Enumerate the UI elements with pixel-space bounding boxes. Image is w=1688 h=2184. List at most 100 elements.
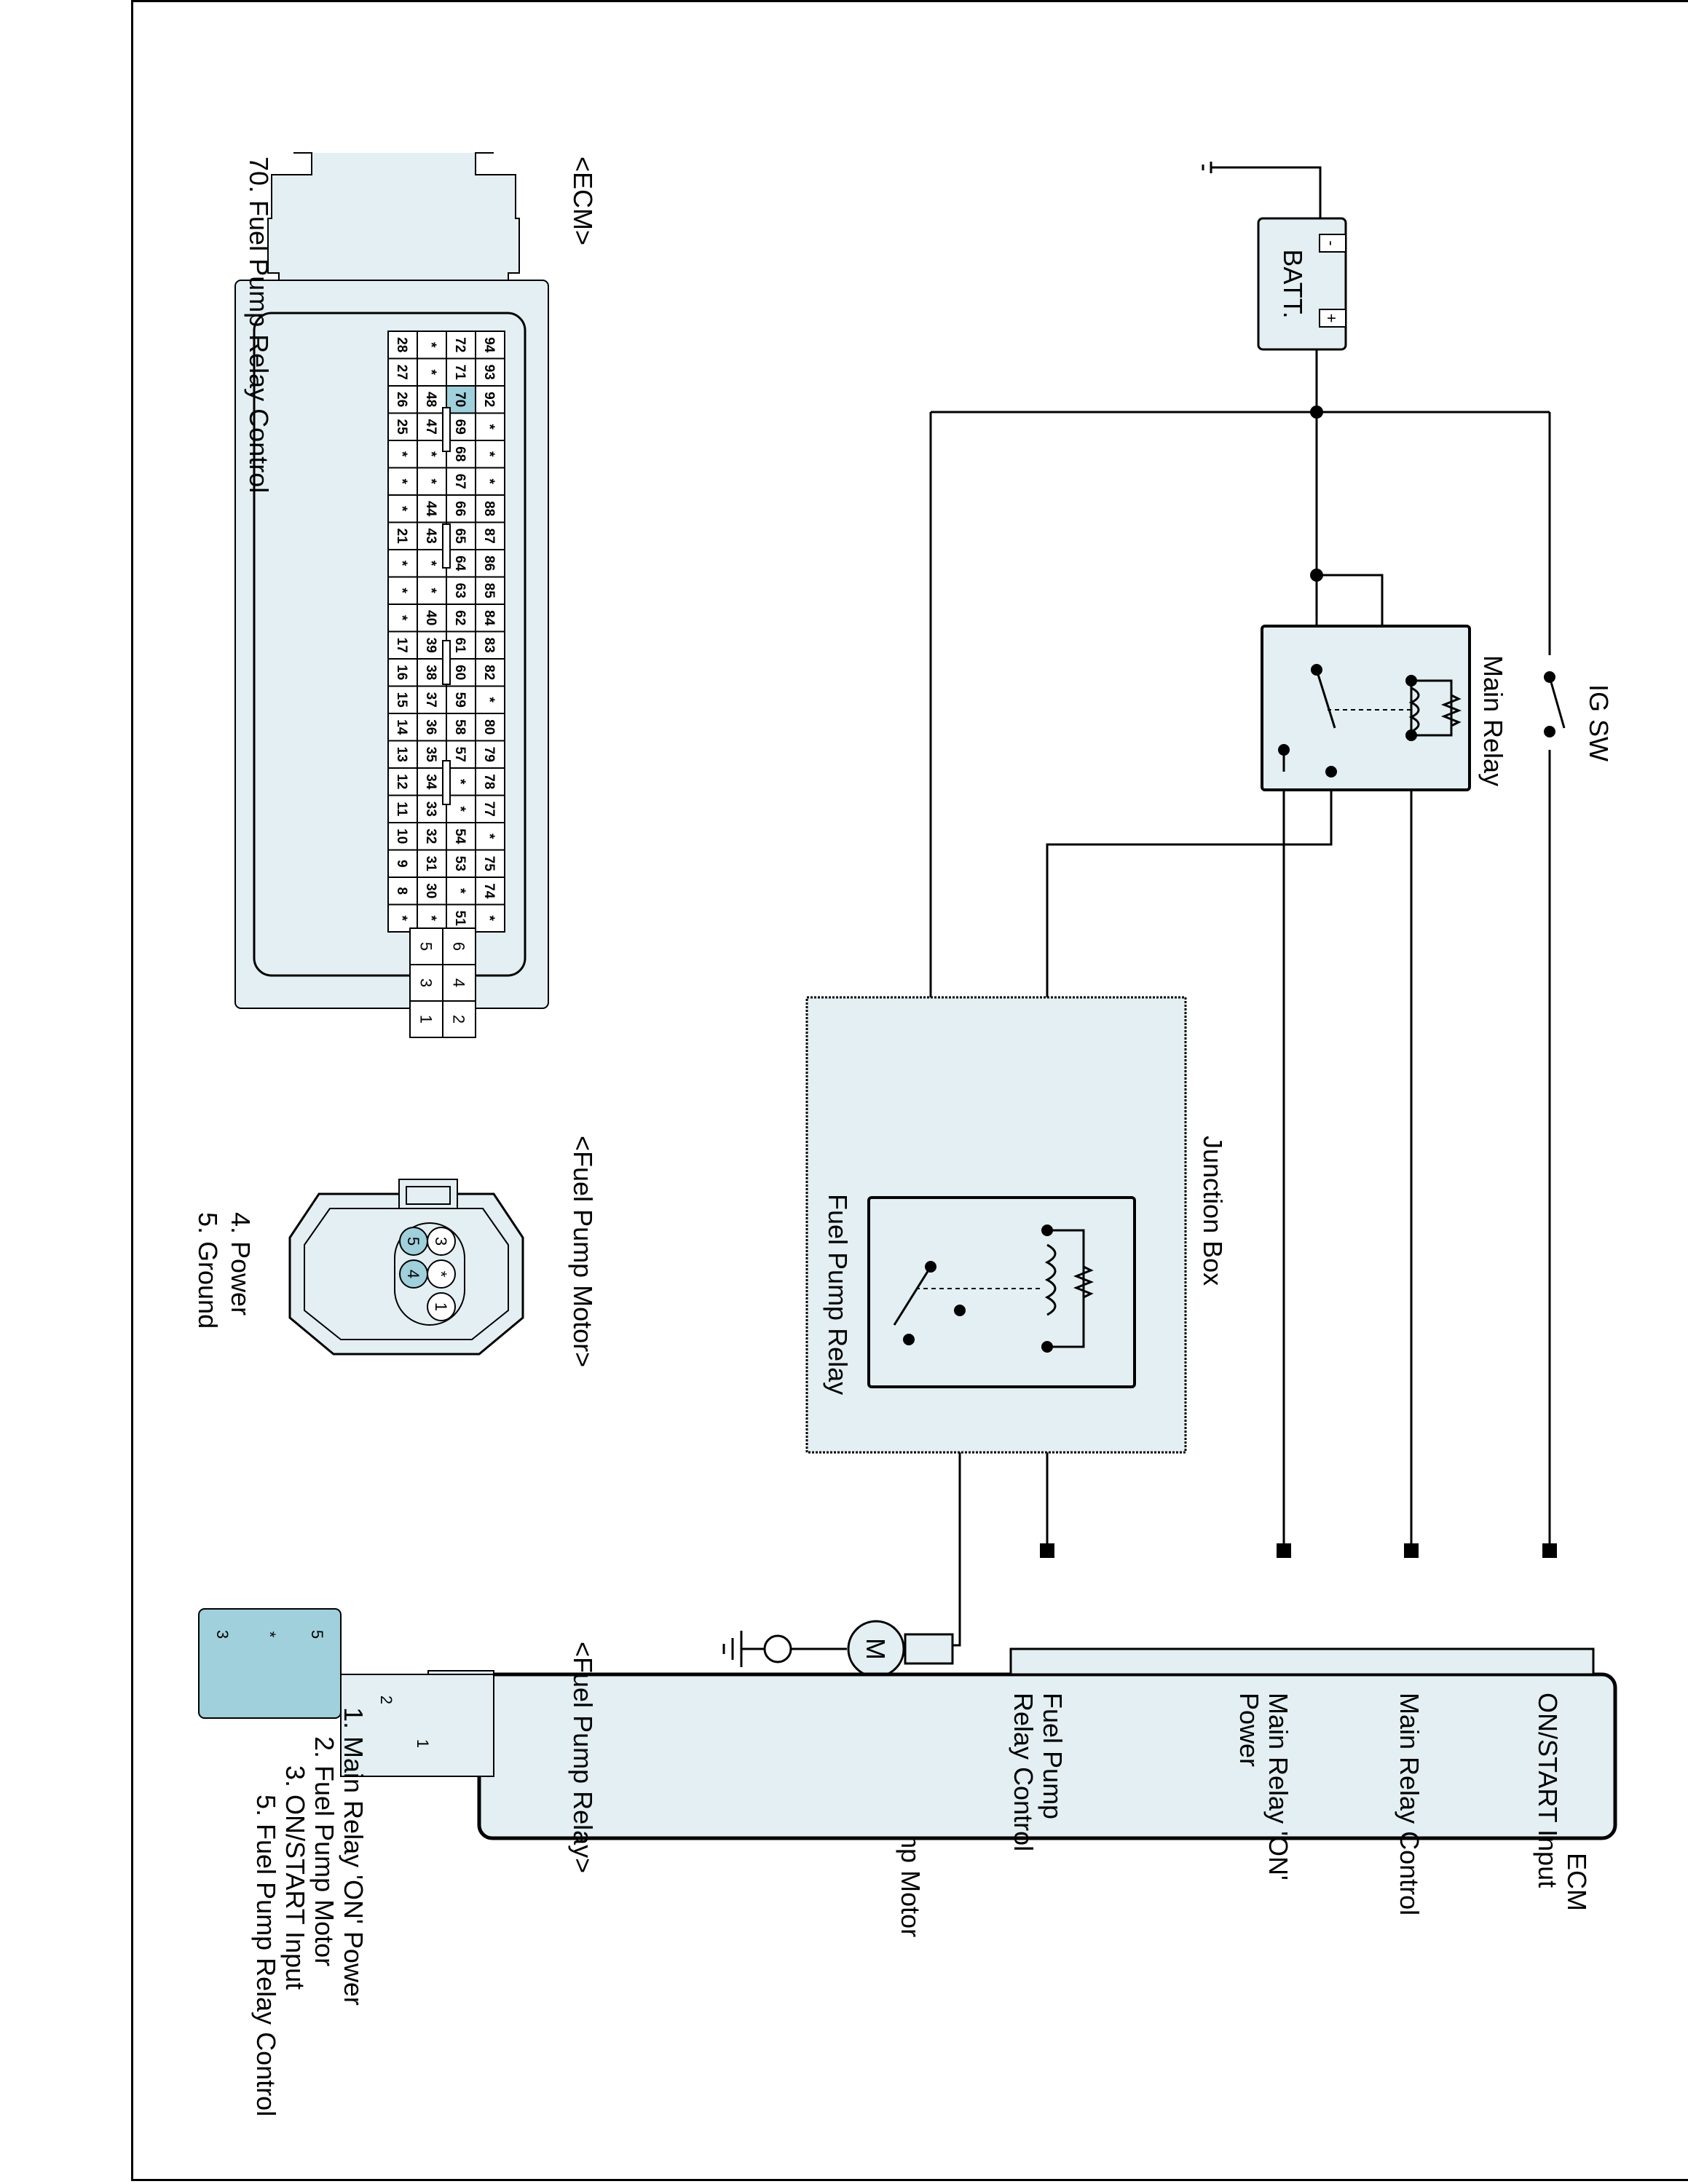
battery-terminal-plus (1319, 309, 1346, 328)
fpm-pin (399, 1227, 428, 1256)
ecm-pin-label: 31 (423, 856, 438, 872)
ecm-pin-label: 10 (394, 828, 409, 844)
ecm-pin-label: 15 (394, 692, 409, 708)
wire-battery-ground (1211, 166, 1322, 240)
ecm-pin-label: * (423, 479, 438, 485)
ecm-pin-label: * (481, 451, 497, 457)
junction-dot (1310, 405, 1323, 419)
ecm: ECM ON/START Input Main Relay Control Ma… (477, 1543, 1617, 1915)
ecm-pin-label: Relay Control (1009, 1693, 1038, 1851)
ecm-key-tab (442, 760, 451, 805)
ecm-pin-label: * (394, 451, 409, 457)
ecm-pin-cell (387, 903, 418, 933)
fpr-legend: 3. ON/START Input (280, 1765, 310, 1990)
junction-box-label: Junction Box (1198, 1136, 1228, 1286)
ecm-pin-label: 69 (452, 419, 468, 435)
ecm-pin-label: * (423, 451, 438, 457)
ecm-pin-label: 30 (423, 883, 438, 898)
ecm-pin-label: * (452, 779, 468, 785)
motor-ground-ring (763, 1634, 792, 1663)
ecm-pin-label: 17 (394, 638, 409, 653)
ecm-pin-label: 79 (481, 747, 497, 762)
ecm-pin-label: 65 (452, 529, 468, 545)
motor-lead-block (904, 1633, 954, 1665)
ecm-connector-strip (1009, 1647, 1595, 1676)
ecm-pin-label: 11 (394, 802, 409, 817)
ecm-pin-label: 83 (481, 638, 497, 653)
ecm-pin-label: 88 (481, 501, 497, 516)
connector-fpm-title: <Fuel Pump Motor> (568, 1136, 598, 1367)
fpr-pins: 125*3 (198, 1608, 494, 1777)
motor-symbol-label: M (861, 1638, 891, 1660)
fpm-legend: 4. Power (226, 1212, 256, 1315)
battery-label: BATT. (1278, 249, 1308, 318)
ecm-pin-label: 64 (452, 555, 468, 571)
ecm-pin-label: 63 (452, 583, 468, 598)
ecm-small-pin-label: 5 (417, 942, 435, 951)
ig-switch-label: IG SW (1584, 684, 1614, 761)
ecm-pin-label: 35 (423, 747, 438, 763)
ecm-pin-label: 26 (394, 392, 409, 407)
fpm-latch-inner (406, 1186, 451, 1205)
ecm-pin-label: * (481, 697, 497, 703)
junction-dot (1310, 569, 1323, 582)
ecm-pin-label: 67 (452, 474, 468, 489)
ecm-pin-label: 84 (481, 610, 497, 626)
ecm-pin-label: * (394, 615, 409, 621)
ecm-pin-label: 74 (481, 883, 497, 899)
ecm-small-pin-label: 6 (450, 942, 468, 951)
ecm-pin-label: Fuel Pump (1038, 1693, 1068, 1819)
ecm-key-tab (442, 407, 451, 452)
fpm-housing-inner (304, 1208, 509, 1340)
main-relay-label: Main Relay (1478, 655, 1508, 786)
ecm-pin-label: 75 (481, 856, 497, 872)
ecm-pin-label: * (423, 370, 438, 376)
ecm-pin-label: * (452, 888, 468, 894)
fpm-legend: 5. Ground (193, 1212, 223, 1329)
ecm-pin-label: 68 (452, 446, 468, 462)
connector-ecm-caption: 70. Fuel Pump Relay Control (244, 157, 274, 493)
diagram-rotated-group: - + BATT. IG SW (193, 152, 1617, 2116)
ecm-pin-label: 53 (452, 856, 468, 871)
ecm-pin-label: 92 (481, 392, 497, 407)
fpm-pin-label: * (432, 1271, 450, 1278)
ecm-label: ECM (1562, 1853, 1592, 1911)
ecm-pin-label: 66 (452, 501, 468, 516)
ecm-pin-marker (1404, 1543, 1419, 1558)
junction-box: Junction Box Fuel Pump Relay (805, 996, 1228, 1454)
ecm-pin-label: 40 (423, 610, 438, 625)
fpr-pin-label: 2 (377, 1696, 395, 1704)
ecm-pin-label: * (481, 834, 497, 839)
fp-relay-resistor (1073, 1265, 1095, 1299)
connector-ecm-title: <ECM> (568, 157, 598, 245)
ecm-pin-label: 85 (481, 583, 497, 599)
ecm-pin-label: * (423, 916, 438, 922)
ecm-pin-label: 33 (423, 802, 438, 817)
fpr-pin-label: 3 (213, 1630, 232, 1639)
battery-terminal-minus (1319, 234, 1346, 253)
ecm-pin-label: 14 (394, 719, 409, 735)
junction-dots (1310, 405, 1323, 582)
fp-relay-pin (903, 1334, 915, 1345)
ecm-pin-label: 70 (452, 392, 468, 407)
ecm-pin-label: 58 (452, 719, 468, 735)
ecm-pin-label: 86 (481, 555, 497, 571)
ecm-small-pin-label: 2 (450, 1015, 468, 1024)
connector-fpr-title: <Fuel Pump Relay> (568, 1642, 598, 1873)
ecm-pin-label: * (394, 506, 409, 512)
fpr-body-upper (340, 1674, 494, 1777)
ecm-pin-label: 87 (481, 529, 497, 544)
connector-fuel-pump-relay: <Fuel Pump Relay> 125*3 1. Main Relay 'O… (198, 1608, 598, 2116)
ecm-pin-label: 47 (423, 419, 438, 435)
page-frame (131, 0, 1688, 2181)
battery-minus-label: - (1322, 240, 1341, 245)
ig-switch: IG SW (1521, 655, 1614, 761)
ecm-pin-label: 37 (423, 692, 438, 708)
ecm-pin-label: 77 (481, 802, 497, 817)
fpr-body-lower (198, 1608, 342, 1719)
fpr-legend: 5. Fuel Pump Relay Control (251, 1795, 281, 2116)
fpr-pin-label: 1 (414, 1739, 432, 1748)
ecm-pin-label: 61 (452, 638, 468, 654)
